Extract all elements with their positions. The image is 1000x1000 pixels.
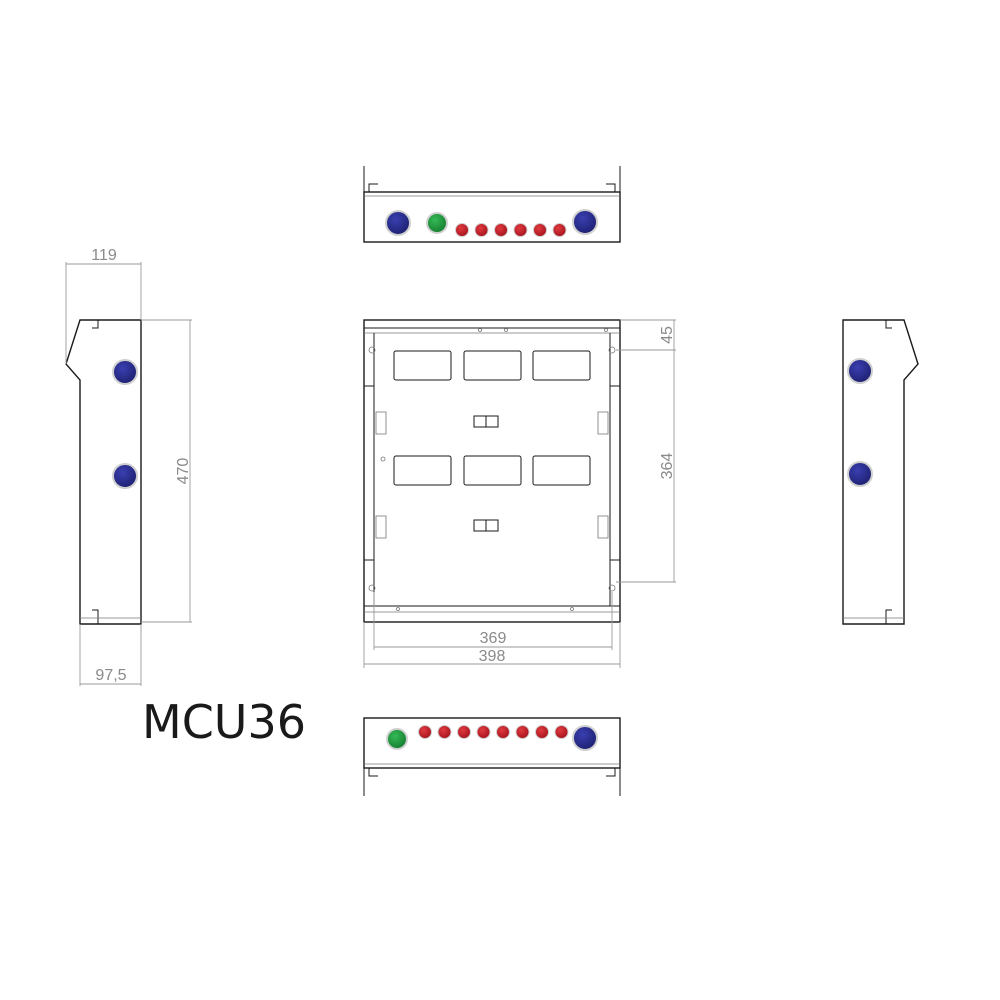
blue-indicator-icon (847, 461, 873, 487)
blue-indicator-icon (847, 358, 873, 384)
dim-inner-width: 369 (480, 630, 507, 647)
top-view-indicators (385, 209, 598, 237)
right-side-body (842, 319, 919, 625)
dimensions: 119 97,5 470 45 364 369 398 (65, 247, 676, 686)
module-window (463, 350, 522, 381)
front-view-body (363, 319, 621, 623)
dim-outer-width: 398 (479, 648, 506, 665)
red-indicator-icon (455, 223, 469, 237)
red-indicator-icon (535, 725, 549, 739)
dim-inner-height: 364 (659, 453, 676, 480)
front-view (363, 319, 621, 623)
red-indicator-icon (496, 725, 510, 739)
red-indicator-icon (418, 725, 432, 739)
blue-indicator-icon (385, 210, 411, 236)
dim-side-depth-top: 119 (91, 247, 117, 264)
right-side-indicators (847, 358, 873, 487)
red-indicator-icon (533, 223, 547, 237)
left-side-view (65, 319, 142, 625)
dim-top-offset: 45 (659, 326, 676, 344)
module-window (393, 455, 452, 486)
green-indicator-icon (426, 212, 448, 234)
red-indicator-icon (552, 223, 567, 237)
red-indicator-icon (554, 725, 569, 739)
module-window (532, 350, 591, 381)
right-side-view (842, 319, 919, 625)
left-side-indicators (112, 359, 138, 489)
red-indicator-icon (513, 223, 528, 237)
dim-height: 470 (175, 458, 192, 485)
front-view-windows (393, 350, 591, 486)
dim-side-depth-bottom: 97,5 (95, 667, 126, 684)
blue-indicator-icon (572, 725, 598, 751)
red-indicator-icon (457, 725, 471, 739)
blue-indicator-icon (112, 359, 138, 385)
red-indicator-icon (437, 725, 452, 739)
blue-indicator-icon (572, 209, 598, 235)
blue-indicator-icon (112, 463, 138, 489)
red-indicator-icon (474, 223, 489, 237)
model-label: MCU36 (142, 695, 306, 749)
bottom-view-indicators (386, 725, 598, 751)
module-window (393, 350, 452, 381)
red-indicator-icon (494, 223, 508, 237)
module-window (532, 455, 591, 486)
module-window (463, 455, 522, 486)
red-indicator-icon (476, 725, 491, 739)
bottom-view (363, 717, 621, 796)
red-indicator-icon (515, 725, 530, 739)
green-indicator-icon (386, 728, 408, 750)
top-view (363, 166, 621, 243)
